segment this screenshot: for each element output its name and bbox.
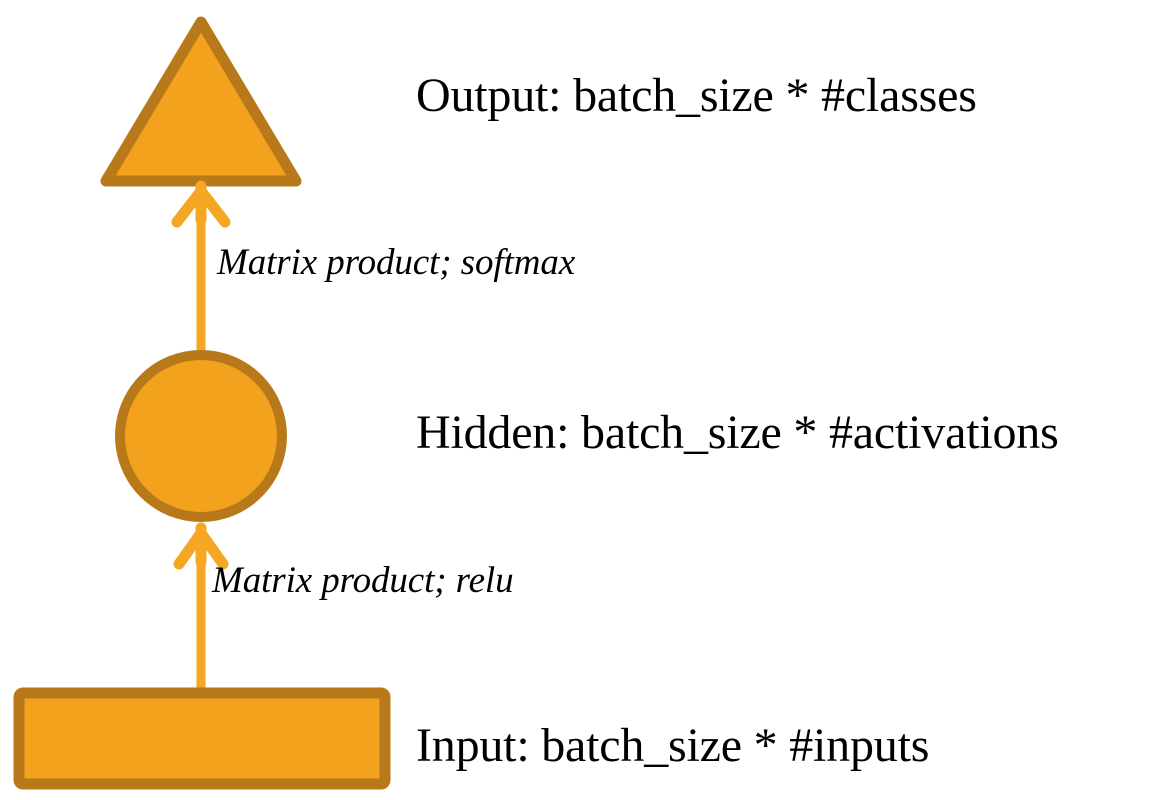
output-node-triangle[interactable] xyxy=(100,16,302,187)
input-node-rectangle[interactable] xyxy=(13,687,391,790)
input-node-label: Input: batch_size * #inputs xyxy=(416,719,930,772)
hidden-node-label: Hidden: batch_size * #activations xyxy=(416,406,1059,459)
edge-input-to-hidden-arrow[interactable] xyxy=(173,522,229,690)
edge-hidden-to-output-arrow[interactable] xyxy=(171,180,231,350)
edge-input-to-hidden-label: Matrix product; relu xyxy=(212,560,514,601)
hidden-node-circle[interactable] xyxy=(115,350,287,522)
output-node-label: Output: batch_size * #classes xyxy=(416,69,977,122)
edge-hidden-to-output-label: Matrix product; softmax xyxy=(217,242,576,283)
